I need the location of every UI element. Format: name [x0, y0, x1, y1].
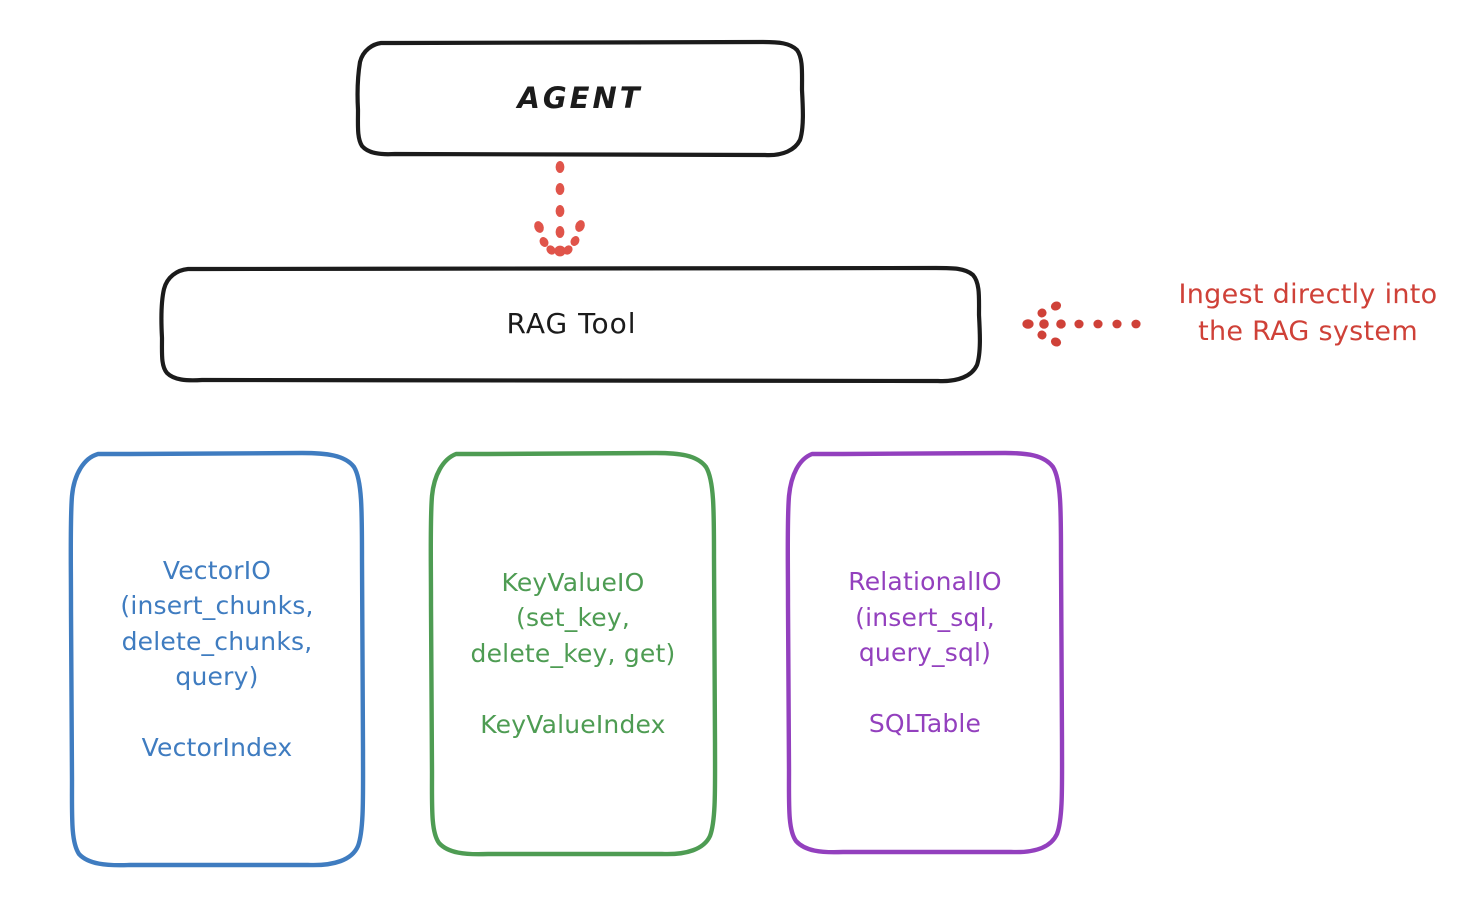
node-rag-tool[interactable]: RAG Tool — [158, 265, 985, 384]
node-rag-tool-label: RAG Tool — [506, 307, 637, 341]
node-key-value-io-label: KeyValueIO (set_key, delete_key, get) Ke… — [470, 567, 676, 739]
relational-io-box-outline — [785, 450, 1065, 855]
dotted-arrow-left-icon — [1022, 301, 1141, 347]
node-relational-io[interactable]: RelationalIO (insert_sql, query_sql) SQL… — [785, 450, 1065, 856]
node-vector-io-label: VectorIO (insert_chunks, delete_chunks, … — [120, 555, 314, 763]
dotted-arrow-down-icon — [534, 161, 585, 257]
node-relational-io-label: RelationalIO (insert_sql, query_sql) SQL… — [848, 567, 1002, 739]
node-vector-io[interactable]: VectorIO (insert_chunks, delete_chunks, … — [68, 450, 366, 868]
node-agent-label: AGENT — [517, 80, 643, 115]
rag-tool-box-outline — [159, 265, 982, 384]
ingest-annotation-text: Ingest directly into the RAG system — [1178, 279, 1438, 348]
node-key-value-io[interactable]: KeyValueIO (set_key, delete_key, get) Ke… — [428, 450, 718, 857]
node-agent[interactable]: AGENT — [355, 39, 805, 158]
agent-box-outline — [355, 39, 805, 158]
vector-io-box-outline — [68, 450, 366, 868]
key-value-io-box-outline — [428, 450, 718, 857]
